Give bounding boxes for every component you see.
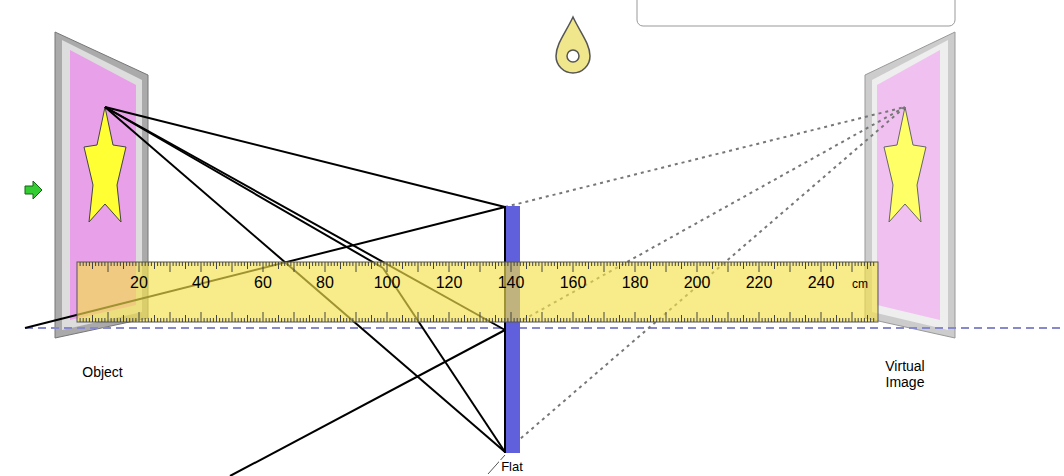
ruler-number: 200 bbox=[684, 275, 711, 291]
ruler-number: 60 bbox=[254, 275, 272, 291]
ruler-number: 120 bbox=[436, 275, 463, 291]
ruler-number: 20 bbox=[130, 275, 148, 291]
optical-axis bbox=[25, 327, 1064, 329]
ruler-number: 80 bbox=[316, 275, 334, 291]
ruler bbox=[77, 262, 878, 322]
ruler-number: 220 bbox=[746, 275, 773, 291]
image-frame: Virtual Image bbox=[865, 32, 957, 338]
ruler-number: 40 bbox=[192, 275, 210, 291]
control-panel bbox=[637, 0, 955, 26]
light-icon bbox=[556, 17, 590, 73]
ruler-ticks bbox=[80, 262, 874, 322]
ruler-number: 240 bbox=[808, 275, 835, 291]
mirror-label: Flat bbox=[499, 460, 525, 473]
node-label: Object bbox=[58, 364, 148, 380]
ruler-number: 140 bbox=[498, 275, 525, 291]
flat-mirror bbox=[506, 206, 520, 453]
mirror-surface bbox=[504, 206, 506, 453]
drag-arrow bbox=[25, 181, 42, 199]
ruler-number: 160 bbox=[560, 275, 587, 291]
ruler-number: 180 bbox=[622, 275, 649, 291]
node-label: Virtual Image bbox=[865, 358, 945, 390]
ruler-unit: cm bbox=[852, 278, 868, 290]
object-frame: Object bbox=[55, 32, 150, 338]
ruler-number: 100 bbox=[374, 275, 401, 291]
